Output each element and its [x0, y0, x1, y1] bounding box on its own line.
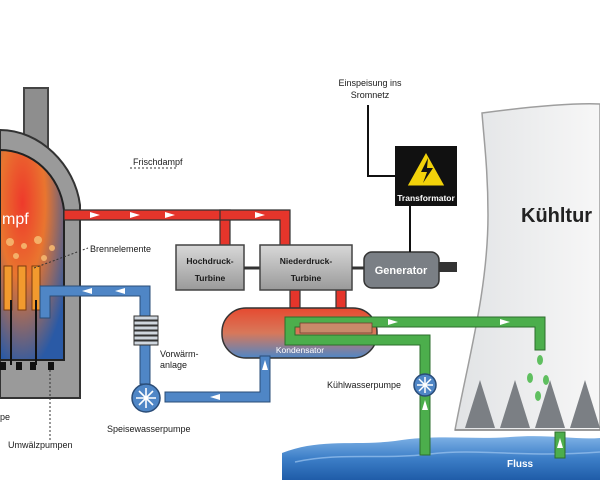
- steam-bubbles: [6, 236, 55, 261]
- fuel-element-leader: [33, 247, 89, 269]
- circulation-pump-label: Umwälzpumpen: [8, 440, 73, 450]
- fuel-element-label: Brennelemente: [90, 244, 151, 254]
- feedwater-line: [39, 285, 271, 403]
- turbine-exhaust-line: [289, 289, 347, 311]
- cooling-tower: [454, 103, 600, 431]
- grid-feed-label-1: Einspeisung ins: [338, 78, 402, 88]
- river: [282, 436, 600, 480]
- cooling-tower-label: Kühltur: [521, 205, 592, 227]
- preheater-label-1: Vorwärm-: [160, 349, 199, 359]
- cooling-tower-fill-cones: [465, 380, 600, 428]
- feedwater-arrows: [82, 288, 268, 400]
- pump-icon-2: [136, 388, 156, 408]
- grid-feed-label-2: Sromnetz: [351, 90, 390, 100]
- reactor-pressure-vessel: [0, 148, 65, 361]
- feedwater-pump-label: Speisewasserpumpe: [107, 424, 191, 434]
- partial-label-pe: pe: [0, 412, 10, 422]
- cooling-flow-arrows: [388, 319, 563, 448]
- hp-turbine-label-1: Hochdruck-: [186, 256, 233, 266]
- frischdampf-label: Frischdampf: [133, 157, 183, 167]
- grid-feed-line: [367, 105, 395, 177]
- cooling-water-pump-label: Kühlwasserpumpe: [327, 380, 401, 390]
- preheater-label-2: anlage: [160, 360, 187, 370]
- transformer-label: Transformator: [397, 193, 455, 203]
- generator-label: Generator: [375, 265, 428, 277]
- river-label: Fluss: [507, 459, 534, 470]
- pump-icon: [417, 377, 433, 393]
- low-pressure-turbine: [259, 244, 353, 291]
- water-droplets: [527, 355, 549, 401]
- condenser-label: Kondensator: [276, 345, 324, 355]
- reactor-label: mpf: [2, 211, 29, 228]
- lp-turbine-label-1: Niederdruck-: [280, 256, 333, 266]
- control-rods: [10, 300, 37, 365]
- fuel-elements: [3, 265, 41, 311]
- high-pressure-turbine: [175, 244, 245, 291]
- hp-turbine-label-2: Turbine: [195, 273, 226, 283]
- lightning-bolt: [421, 158, 433, 183]
- condenser-tubes: [299, 322, 373, 334]
- circulation-pumps: [0, 362, 54, 370]
- lp-turbine-label-2: Turbine: [291, 273, 322, 283]
- generator-coupling: [439, 262, 457, 272]
- preheater: [133, 315, 159, 346]
- steam-flow-arrows: [90, 212, 265, 218]
